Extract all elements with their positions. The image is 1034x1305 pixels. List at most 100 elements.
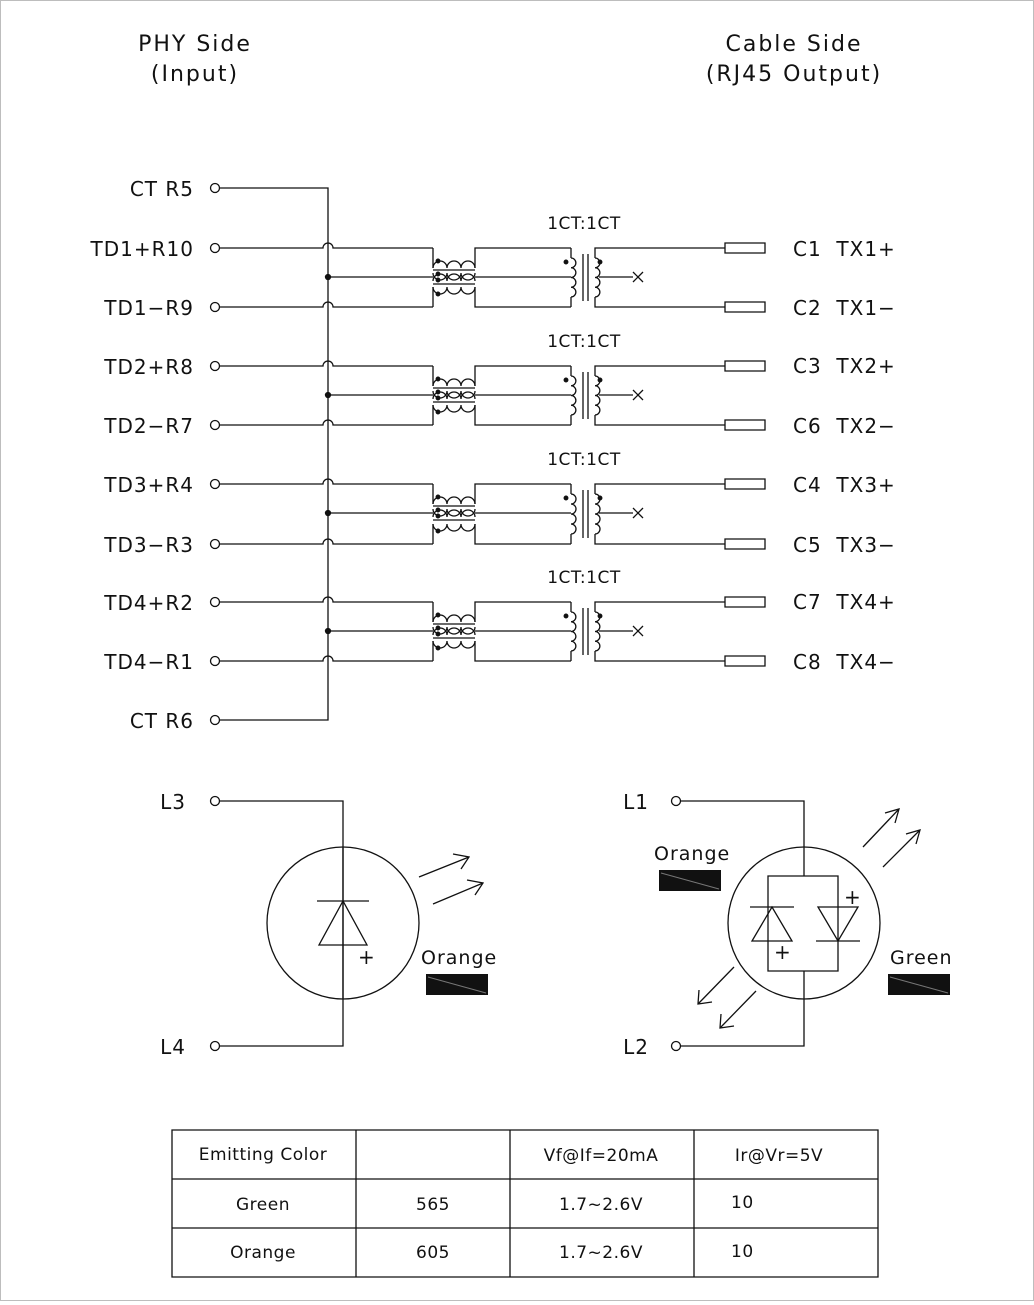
- ratio-label-ch3: 1CT:1CT: [547, 450, 621, 470]
- table-border: [172, 1130, 878, 1277]
- ch1-nc-mark-b: [633, 272, 643, 282]
- cable-side-subtitle: (RJ45 Output): [706, 62, 882, 87]
- ch1-primary-lead-neg: [475, 287, 571, 307]
- ch1-choke-dot-4: [436, 292, 440, 296]
- ch4-xfmr-primary: [571, 612, 576, 651]
- pin-terminal-l3: [211, 797, 220, 806]
- output-label-c6: C6 TX2−: [793, 414, 896, 438]
- ch2-choke-dot-1: [436, 377, 440, 381]
- pin-terminal-td4n-r1: [211, 657, 220, 666]
- emission-arrow-left-1: [419, 857, 469, 877]
- pin-terminal-td2n-r7: [211, 421, 220, 430]
- phy-side-title: PHY Side: [138, 32, 252, 57]
- emission-arrow-left-2: [433, 883, 483, 904]
- ch2-secondary-pos: [595, 366, 725, 376]
- ch3-xfmr-dot-sec: [598, 496, 602, 500]
- ch3-nc-mark-b: [633, 508, 643, 518]
- pin-terminal-l2: [672, 1042, 681, 1051]
- emission-arrow-right-2: [883, 830, 920, 867]
- transformer-wiring: [211, 184, 766, 725]
- swatch-stripe-green: [890, 977, 948, 993]
- pin-terminal-l1: [672, 797, 681, 806]
- pin-label-ct-r6: CT R6: [130, 709, 194, 733]
- ratio-label-ch2: 1CT:1CT: [547, 332, 621, 352]
- ch4-nc-mark-b: [633, 626, 643, 636]
- ch1-choke-dot-2: [436, 278, 440, 282]
- ch4-choke-dot-1: [436, 613, 440, 617]
- ch3-rj45-contact-neg: [725, 539, 765, 549]
- diode-right-a: [752, 907, 792, 941]
- ch1-xfmr-primary: [571, 258, 576, 297]
- emission-arrow-left-1-head: [453, 854, 469, 869]
- center-tap-bus: [220, 188, 328, 720]
- ch2-choke-dot-2: [436, 396, 440, 400]
- ch4-secondary-neg: [595, 651, 725, 661]
- ratio-labels: 1CT:1CT 1CT:1CT 1CT:1CT 1CT:1CT: [547, 214, 621, 588]
- emission-arrow-right-4: [720, 991, 756, 1028]
- output-label-c5: C5 TX3−: [793, 533, 896, 557]
- emission-arrow-right-1-head: [885, 809, 899, 823]
- pin-terminal-ct-r6: [211, 716, 220, 725]
- led-right-labels: L1 L2 + + Orange Green: [623, 790, 953, 1059]
- pin-label-td3p: TD3+R4: [103, 473, 194, 497]
- ch4-xfmr-dot-pri: [564, 614, 568, 618]
- ratio-label-ch4: 1CT:1CT: [547, 568, 621, 588]
- led-right-color-label-green: Green: [890, 947, 953, 969]
- swatch-stripe-left: [428, 977, 486, 993]
- pin-label-ct-r5: CT R5: [130, 177, 194, 201]
- ch2-input-pos: [220, 361, 433, 366]
- header: PHY Side (Input) Cable Side (RJ45 Output…: [138, 32, 882, 87]
- ch3-secondary-pos: [595, 484, 725, 494]
- ch2-nc-mark-b: [633, 390, 643, 400]
- cable-side-title: Cable Side: [725, 32, 862, 57]
- ch4-xfmr-dot-sec: [598, 614, 602, 618]
- ch1-xfmr-dot-pri: [564, 260, 568, 264]
- ch1-xfmr-dot-sec: [598, 260, 602, 264]
- ch3-bus-junction: [326, 511, 331, 516]
- pin-terminal-ct-r5: [211, 184, 220, 193]
- ch2-choke-dot-3: [436, 390, 440, 394]
- ch2-xfmr-dot-pri: [564, 378, 568, 382]
- pin-terminal-td3p-r4: [211, 480, 220, 489]
- table-cell-r2-c2: 605: [416, 1243, 450, 1263]
- ch2-rj45-contact-neg: [725, 420, 765, 430]
- ch2-xfmr-secondary: [595, 376, 600, 415]
- ch4-bus-junction: [326, 629, 331, 634]
- emission-arrow-right-3-head: [698, 990, 712, 1004]
- ch3-xfmr-primary: [571, 494, 576, 534]
- ch1-xfmr-secondary: [595, 258, 600, 297]
- ch4-primary-lead-neg: [475, 641, 571, 661]
- output-label-c1: C1 TX1+: [793, 237, 896, 261]
- emission-arrow-right-3: [698, 967, 734, 1004]
- ch2-primary-lead-neg: [475, 405, 571, 425]
- diode-right-b: [818, 907, 858, 941]
- ch2-input-neg: [220, 420, 433, 425]
- ch4-choke-dot-2: [436, 632, 440, 636]
- pin-label-l1: L1: [623, 790, 649, 814]
- led-left-plus: +: [358, 945, 376, 969]
- ch2-bus-junction: [326, 393, 331, 398]
- ch1-choke-dot-3: [436, 272, 440, 276]
- ch2-rj45-contact-pos: [725, 361, 765, 371]
- emission-arrow-right-2-head: [906, 830, 920, 844]
- ch3-xfmr-dot-pri: [564, 496, 568, 500]
- ch4-primary-lead-pos: [475, 602, 571, 622]
- table-cell-r2-c4: 10: [731, 1242, 754, 1262]
- ch1-primary-lead-pos: [475, 248, 571, 268]
- ch3-input-neg: [220, 539, 433, 544]
- led-left-labels: L3 L4 + Orange: [160, 790, 497, 1059]
- ch2-primary-lead-pos: [475, 366, 571, 386]
- led-left-color-label: Orange: [421, 947, 497, 969]
- ratio-label-ch1: 1CT:1CT: [547, 214, 621, 234]
- ch1-rj45-contact-neg: [725, 302, 765, 312]
- pin-terminal-l4: [211, 1042, 220, 1051]
- ch3-rj45-contact-pos: [725, 479, 765, 489]
- pin-label-td3n: TD3−R3: [103, 533, 194, 557]
- pin-label-td4n: TD4−R1: [103, 650, 194, 674]
- led-left: [211, 797, 484, 1051]
- ch4-rj45-contact-neg: [725, 656, 765, 666]
- ch2-xfmr-primary: [571, 376, 576, 415]
- ch3-primary-lead-pos: [475, 484, 571, 504]
- wire-l1: [681, 801, 804, 847]
